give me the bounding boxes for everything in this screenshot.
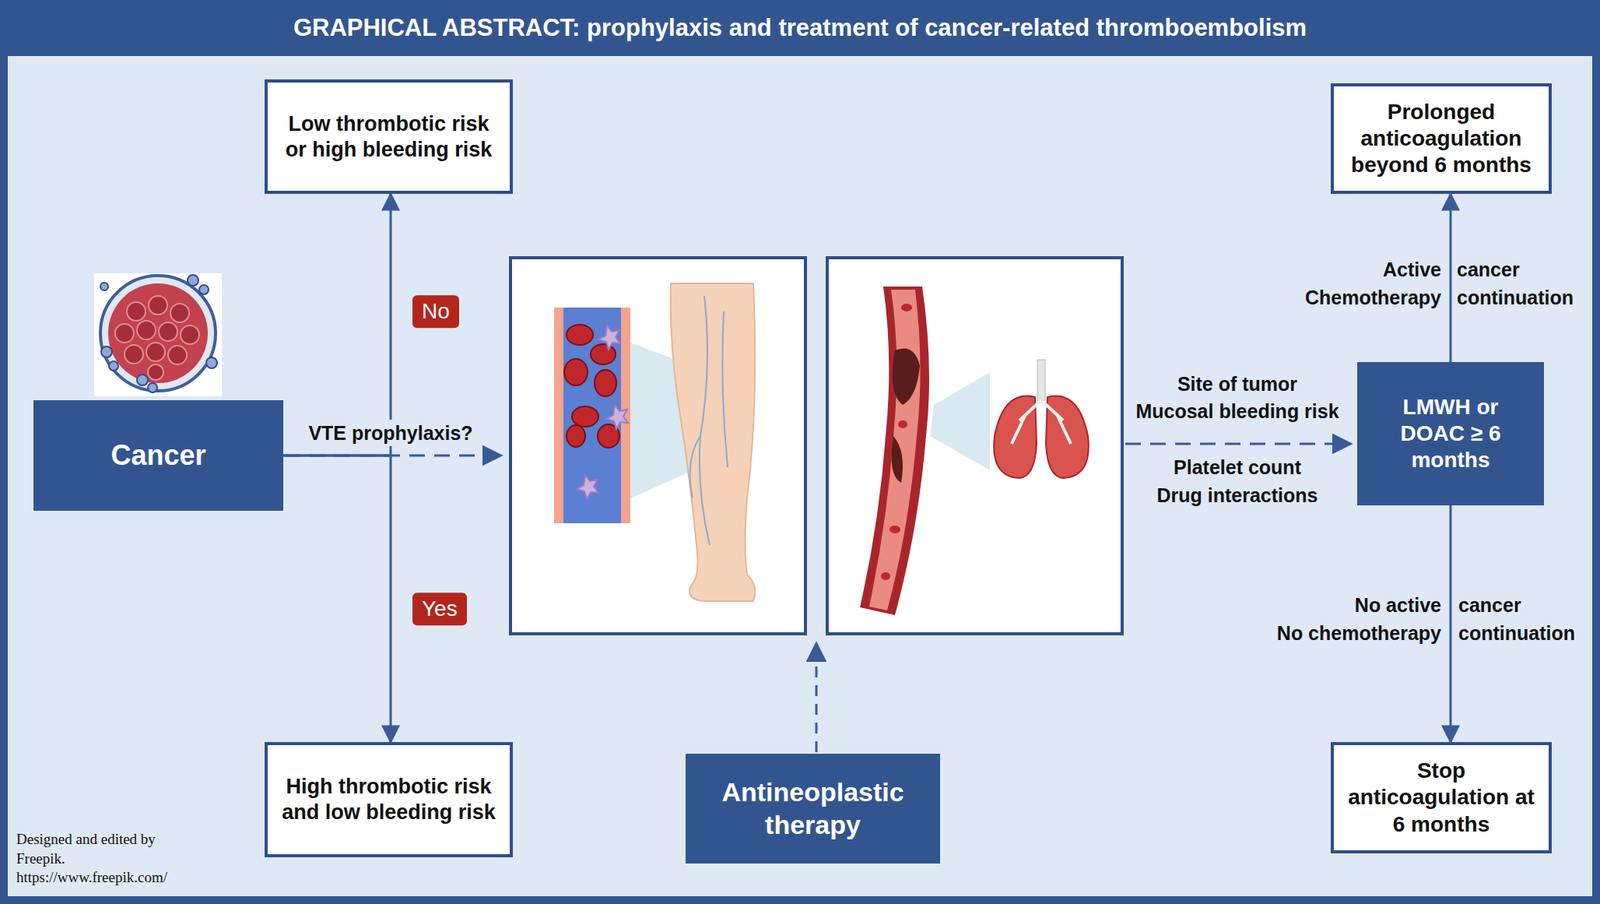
annotation: Chemotherapy (1305, 285, 1442, 309)
annotation: VTE prophylaxis? (303, 419, 478, 446)
decision-tag: No (412, 294, 460, 328)
outcome-box: Low thrombotic risk or high bleeding ris… (264, 79, 513, 194)
title-text: GRAPHICAL ABSTRACT: prophylaxis and trea… (0, 0, 1600, 57)
outcome-box: Prolonged anticoagulation beyond 6 month… (1330, 83, 1552, 194)
annotation: Platelet count (1173, 455, 1302, 479)
annotation: Site of tumor (1177, 371, 1298, 396)
annotation: Mucosal bleeding risk (1135, 399, 1339, 423)
outcome-box: Stop anticoagulation at 6 months (1330, 741, 1552, 853)
pe-illustration (827, 257, 1123, 634)
dashed-arrow (1125, 442, 1351, 446)
dvt-illustration (510, 257, 806, 634)
annotation: No chemotherapy (1277, 621, 1442, 645)
frame (3, 3, 1597, 900)
process-box: Cancer (33, 400, 284, 511)
annotation: Drug interactions (1157, 483, 1319, 507)
box-text: Antineoplastic therapy (698, 775, 928, 841)
dashed-arrow (815, 642, 818, 752)
annotation: cancer (1458, 592, 1522, 617)
connector-arrow (283, 455, 391, 742)
process-box: Antineoplastic therapy (685, 753, 941, 864)
annotation: continuation (1458, 621, 1576, 645)
box-text: Low thrombotic risk or high bleeding ris… (280, 111, 498, 163)
box-text: Cancer (110, 438, 206, 473)
box-text: Stop anticoagulation at 6 months (1346, 757, 1537, 837)
box-text: Prolonged anticoagulation beyond 6 month… (1346, 98, 1537, 179)
box-text: High thrombotic risk and low bleeding ri… (280, 773, 498, 825)
decision-tag: Yes (412, 592, 467, 625)
annotation: continuation (1456, 285, 1574, 309)
title-bar (0, 0, 1600, 57)
connector-arrow (283, 193, 391, 456)
annotation: No active (1354, 592, 1442, 617)
treatment-box: LMWH or DOAC ≥ 6 months (1357, 361, 1544, 506)
box-text: LMWH or DOAC ≥ 6 months (1369, 393, 1532, 474)
connector-arrow (1449, 505, 1453, 742)
credit-note: Designed and edited by Freepik. https://… (16, 829, 157, 888)
outcome-box: High thrombotic risk and low bleeding ri… (264, 741, 513, 857)
annotation: Active (1382, 257, 1442, 281)
connector-arrow (1449, 193, 1453, 362)
cancer-cell-icon (94, 273, 222, 397)
annotation: cancer (1456, 257, 1520, 281)
